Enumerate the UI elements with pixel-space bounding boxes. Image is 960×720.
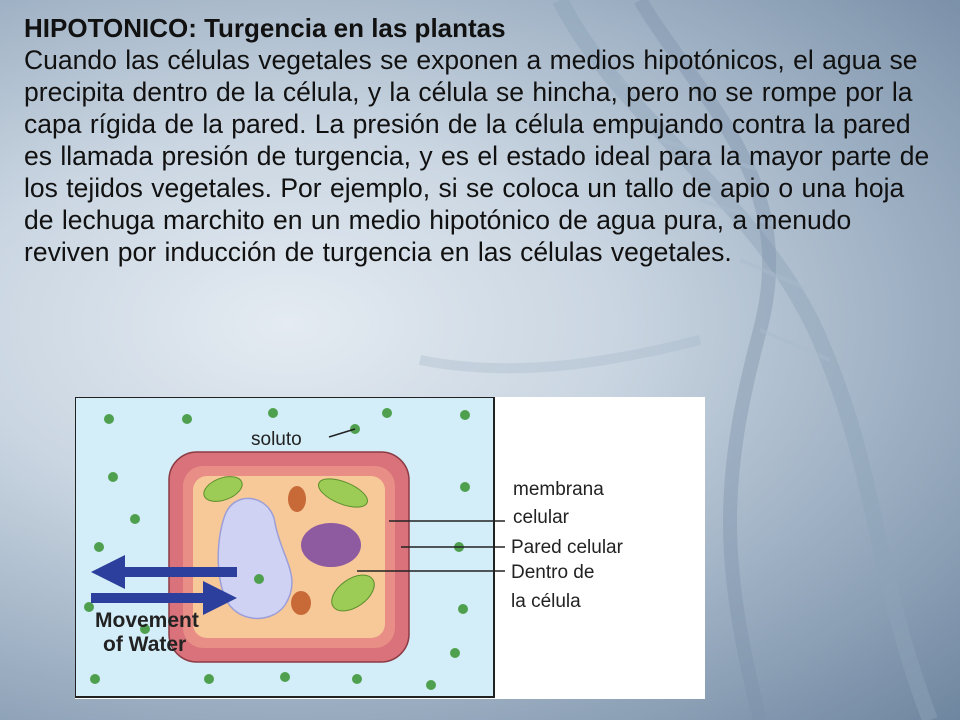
slide-title: HIPOTONICO: Turgencia en las plantas <box>24 13 506 43</box>
solute-label: soluto <box>251 429 302 450</box>
inside-label-line2: la célula <box>511 591 581 612</box>
nucleus <box>301 523 361 567</box>
cell-diagram: Movement of Water soluto membrana celula… <box>75 397 705 699</box>
mitochondrion-2 <box>291 591 311 615</box>
chloroplast-2 <box>318 478 368 508</box>
membrane-label-line1: membrana <box>513 479 604 500</box>
inside-label-line1: Dentro de <box>511 562 594 583</box>
solute-dots <box>84 408 470 690</box>
chloroplast-3 <box>331 574 375 612</box>
wall-label: Pared celular <box>511 537 624 558</box>
water-label-line2: of Water <box>103 633 186 656</box>
slide-text: HIPOTONICO: Turgencia en las plantas Cua… <box>24 12 934 268</box>
slide-body: Cuando las células vegetales se exponen … <box>24 45 930 267</box>
mitochondrion-1 <box>288 486 306 512</box>
chloroplast-1 <box>203 476 243 502</box>
water-arrows <box>91 555 237 615</box>
water-label-line1: Movement <box>95 609 199 632</box>
membrane-label-line2: celular <box>513 507 570 528</box>
